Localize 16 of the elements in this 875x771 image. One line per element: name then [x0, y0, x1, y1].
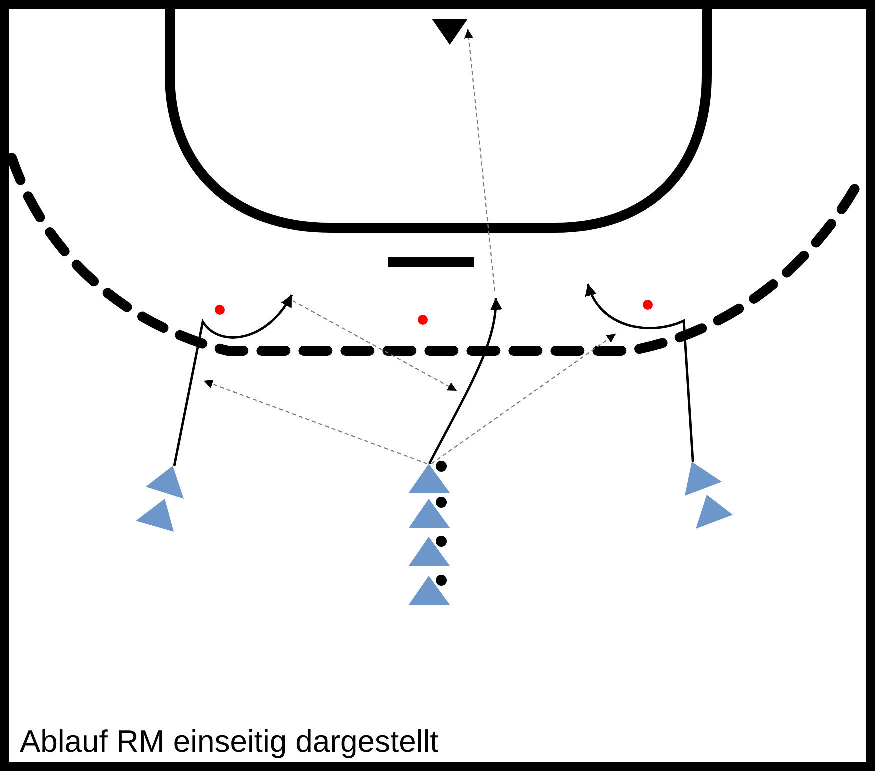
arrow [428, 298, 502, 465]
player-triangle [409, 537, 450, 566]
player-triangle [409, 499, 450, 528]
dashed-arrow [204, 380, 428, 465]
arrow [173, 294, 294, 466]
dashed-arrow [431, 334, 616, 464]
goalkeeper-triangle [432, 19, 468, 45]
player-triangle [696, 495, 733, 529]
player-triangle [136, 499, 174, 532]
player-triangle [409, 464, 450, 493]
player-triangle [146, 466, 184, 499]
dashed-arrow [464, 29, 496, 292]
caption: Ablauf RM einseitig dargestellt [20, 724, 439, 760]
player-triangle [685, 462, 722, 496]
player-triangle [409, 576, 450, 605]
arrow [586, 284, 694, 462]
